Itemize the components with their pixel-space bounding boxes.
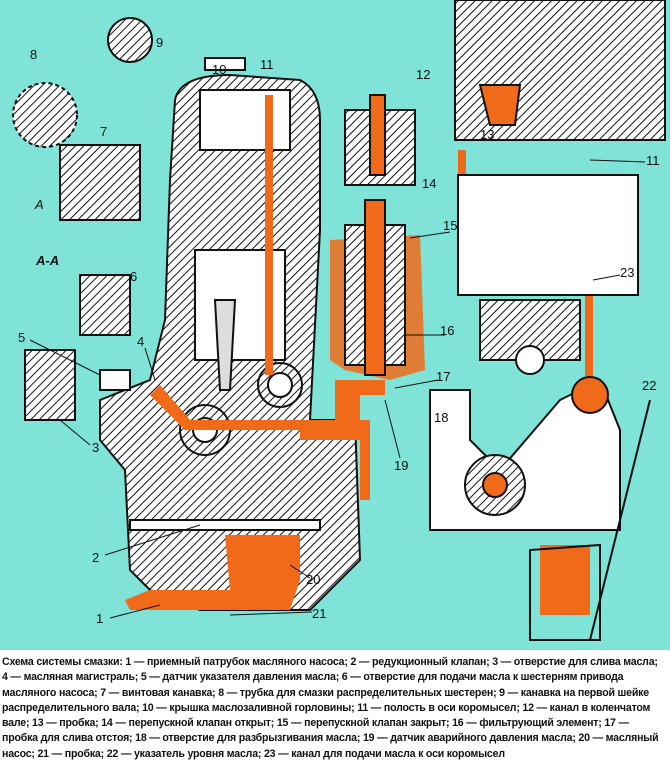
label-8: 8 (30, 47, 38, 62)
label-15: 15 (443, 218, 458, 233)
label-13: 13 (480, 127, 495, 142)
oil-filter (344, 199, 406, 376)
label-3: 3 (92, 440, 100, 455)
label-10: 10 (212, 62, 227, 77)
figure-caption: Схема системы смазки: 1 — приемный патру… (2, 656, 659, 760)
label-18: 18 (434, 410, 449, 425)
label-6: 6 (130, 269, 138, 284)
label-12: 12 (416, 67, 431, 82)
leader-lines (29, 159, 646, 619)
right-section (429, 0, 666, 641)
label-5: 5 (18, 330, 26, 345)
label-2: 2 (92, 550, 100, 565)
label-19: 19 (394, 458, 409, 473)
label-1: 1 (96, 611, 104, 626)
engine-drawing (12, 0, 666, 641)
label-11: 11 (260, 57, 274, 72)
label-22: 22 (642, 378, 657, 393)
label-17: 17 (436, 369, 451, 384)
lubrication-system-diagram: 1 2 3 4 5 6 7 8 9 10 11 11 12 13 14 15 1… (0, 0, 670, 650)
left-details (12, 17, 246, 421)
label-23: 23 (620, 265, 635, 280)
label-16: 16 (440, 323, 455, 338)
label-9: 9 (156, 35, 164, 50)
section-title-aa: А-А (36, 253, 60, 268)
label-21: 21 (312, 606, 327, 621)
label-4: 4 (137, 334, 145, 349)
label-7: 7 (100, 124, 108, 139)
bypass-valve (344, 94, 416, 186)
label-14: 14 (422, 176, 437, 191)
label-20: 20 (306, 572, 321, 587)
label-11-right: 11 (646, 153, 660, 168)
section-mark-a: A (35, 197, 44, 212)
